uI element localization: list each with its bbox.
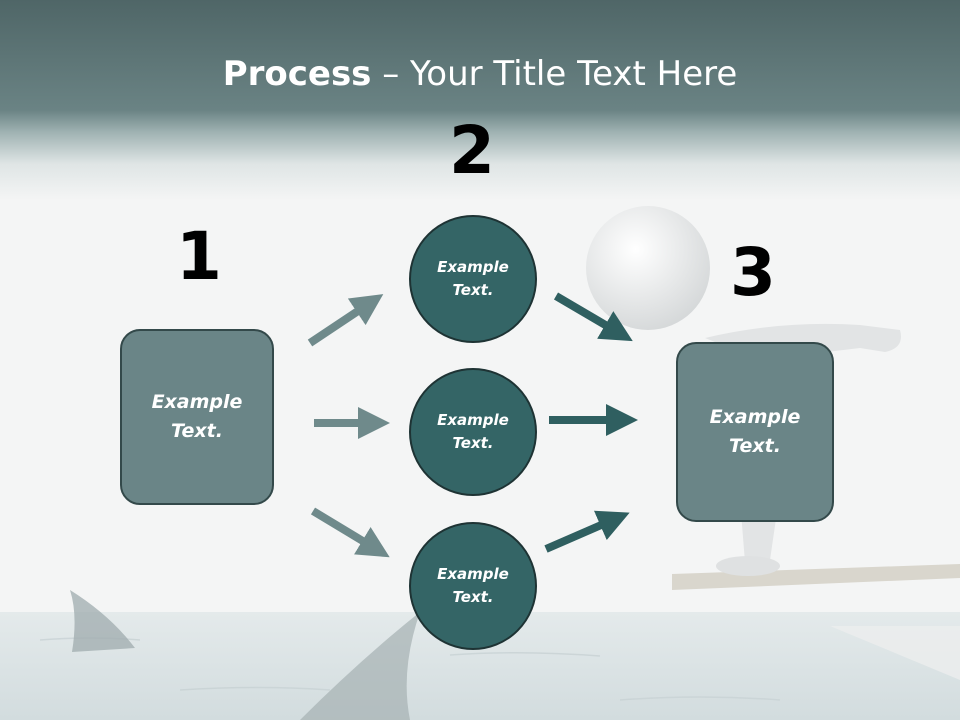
page-title: Process – Your Title Text Here <box>0 54 960 94</box>
arrow-2-bottom-to-3 <box>544 510 630 553</box>
step-2-circle-bottom: Example Text. <box>409 522 537 650</box>
step-2-number: 2 <box>449 112 495 189</box>
step-2-text-bottom: Example Text. <box>437 565 509 606</box>
shark-fin-left-icon <box>70 590 135 652</box>
step-1-box: Example Text. <box>120 329 274 505</box>
title-rest: – Your Title Text Here <box>371 54 738 94</box>
step-2-circle-top: Example Text. <box>409 215 537 343</box>
arrow-1-to-2-top <box>307 294 384 347</box>
title-banner <box>0 0 960 200</box>
step-2-text-middle: Example Text. <box>437 411 509 452</box>
step-3-number: 3 <box>730 234 776 311</box>
step-1-number: 1 <box>176 218 222 295</box>
step-3-box: Example Text. <box>676 342 834 522</box>
diving-board <box>672 564 960 590</box>
step-2-text-top: Example Text. <box>437 258 509 299</box>
step-1-text: Example Text. <box>151 391 243 442</box>
arrow-1-to-2-bottom <box>310 507 390 558</box>
figure-head <box>586 206 710 330</box>
step-2-circle-middle: Example Text. <box>409 368 537 496</box>
title-bold: Process <box>222 54 372 94</box>
shark-fin-center-icon <box>300 612 420 720</box>
arrow-2-top-to-3 <box>553 292 633 342</box>
step-3-text: Example Text. <box>709 406 801 457</box>
